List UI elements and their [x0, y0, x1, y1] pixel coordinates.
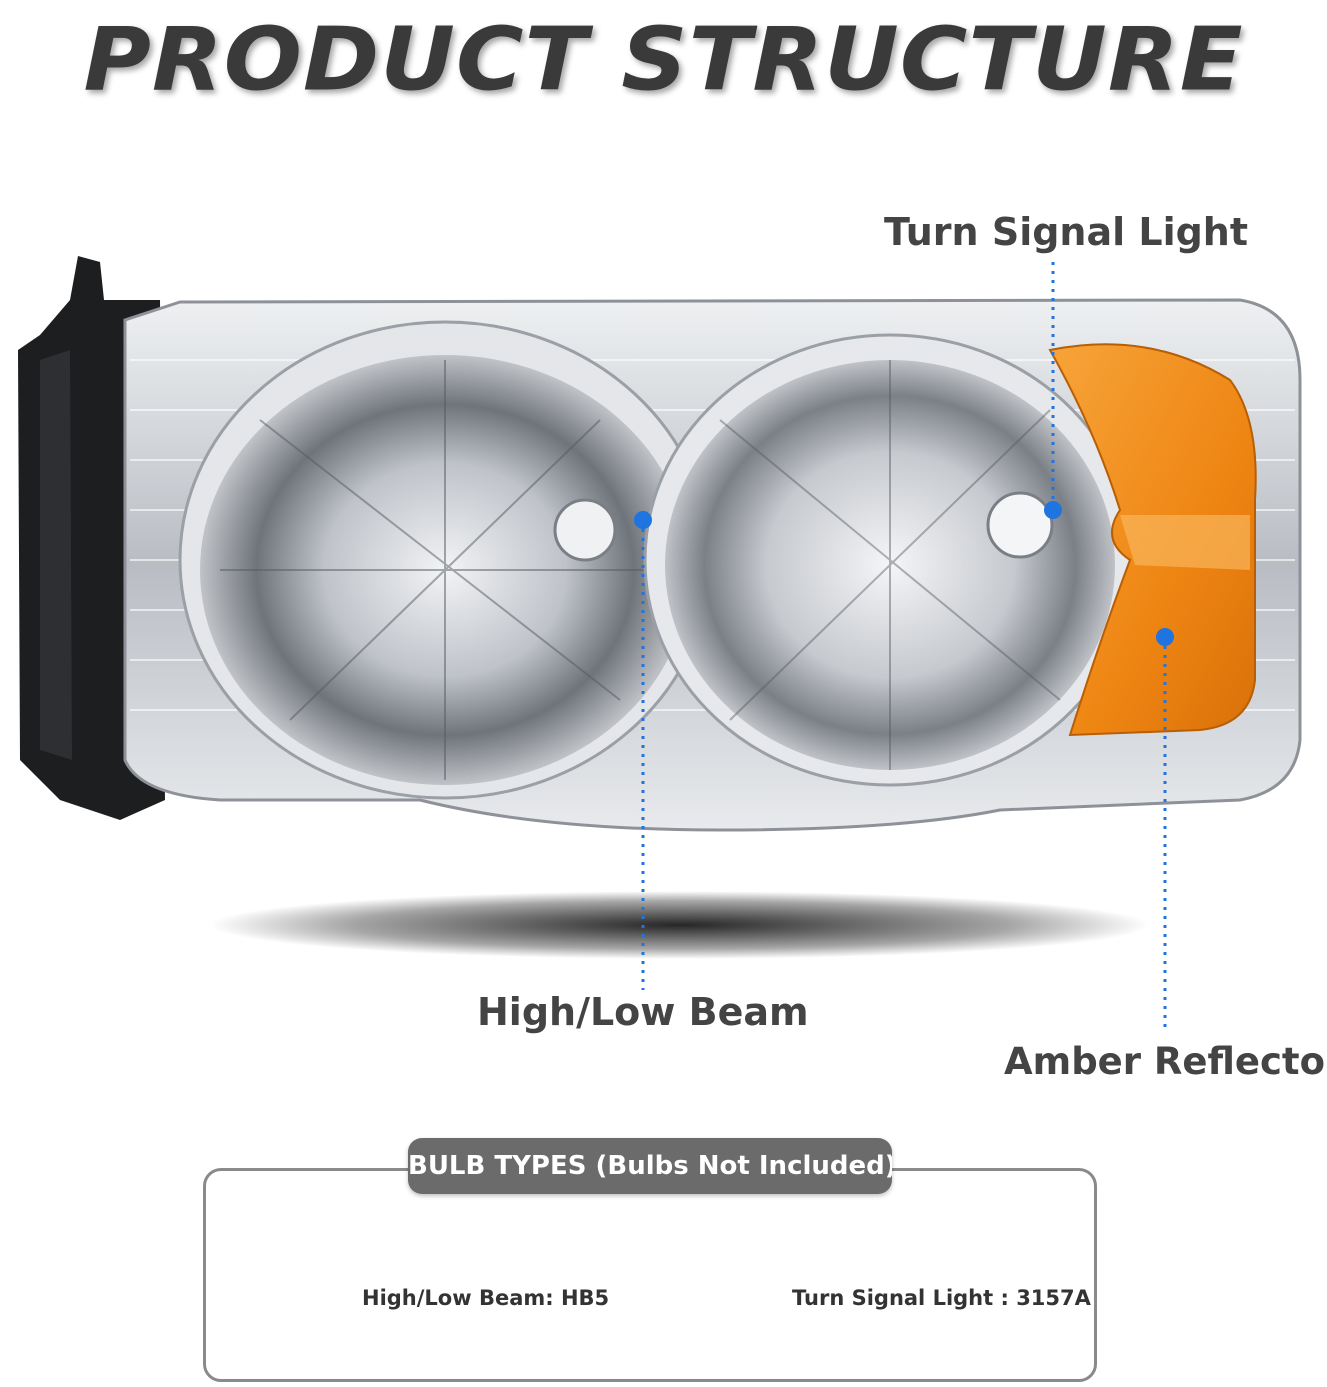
bulb-type-3157a-label: Turn Signal Light : 3157A: [792, 1286, 1091, 1310]
high-low-beam-lens: [178, 320, 712, 800]
amber-reflector-lens: [1048, 343, 1257, 737]
bulb-types-heading: BULB TYPES (Bulbs Not Included): [408, 1138, 892, 1194]
turn-signal-label: Turn Signal Light: [884, 210, 1249, 254]
callout-amber-reflector: [1156, 628, 1174, 1030]
turn-signal-lens: [643, 333, 1137, 787]
bulb-types-panel: [203, 1168, 1097, 1382]
page-title: PRODUCT STRUCTURE: [83, 8, 1244, 111]
amber-reflector-label: Amber Reflector: [1004, 1040, 1327, 1083]
high-low-beam-label: High/Low Beam: [477, 990, 809, 1034]
callout-turn-signal: [1044, 262, 1062, 519]
headlight-shadow: [210, 891, 1150, 959]
callout-high-low-beam: [634, 511, 652, 990]
bulb-type-hb5-label: High/Low Beam: HB5: [362, 1286, 610, 1310]
